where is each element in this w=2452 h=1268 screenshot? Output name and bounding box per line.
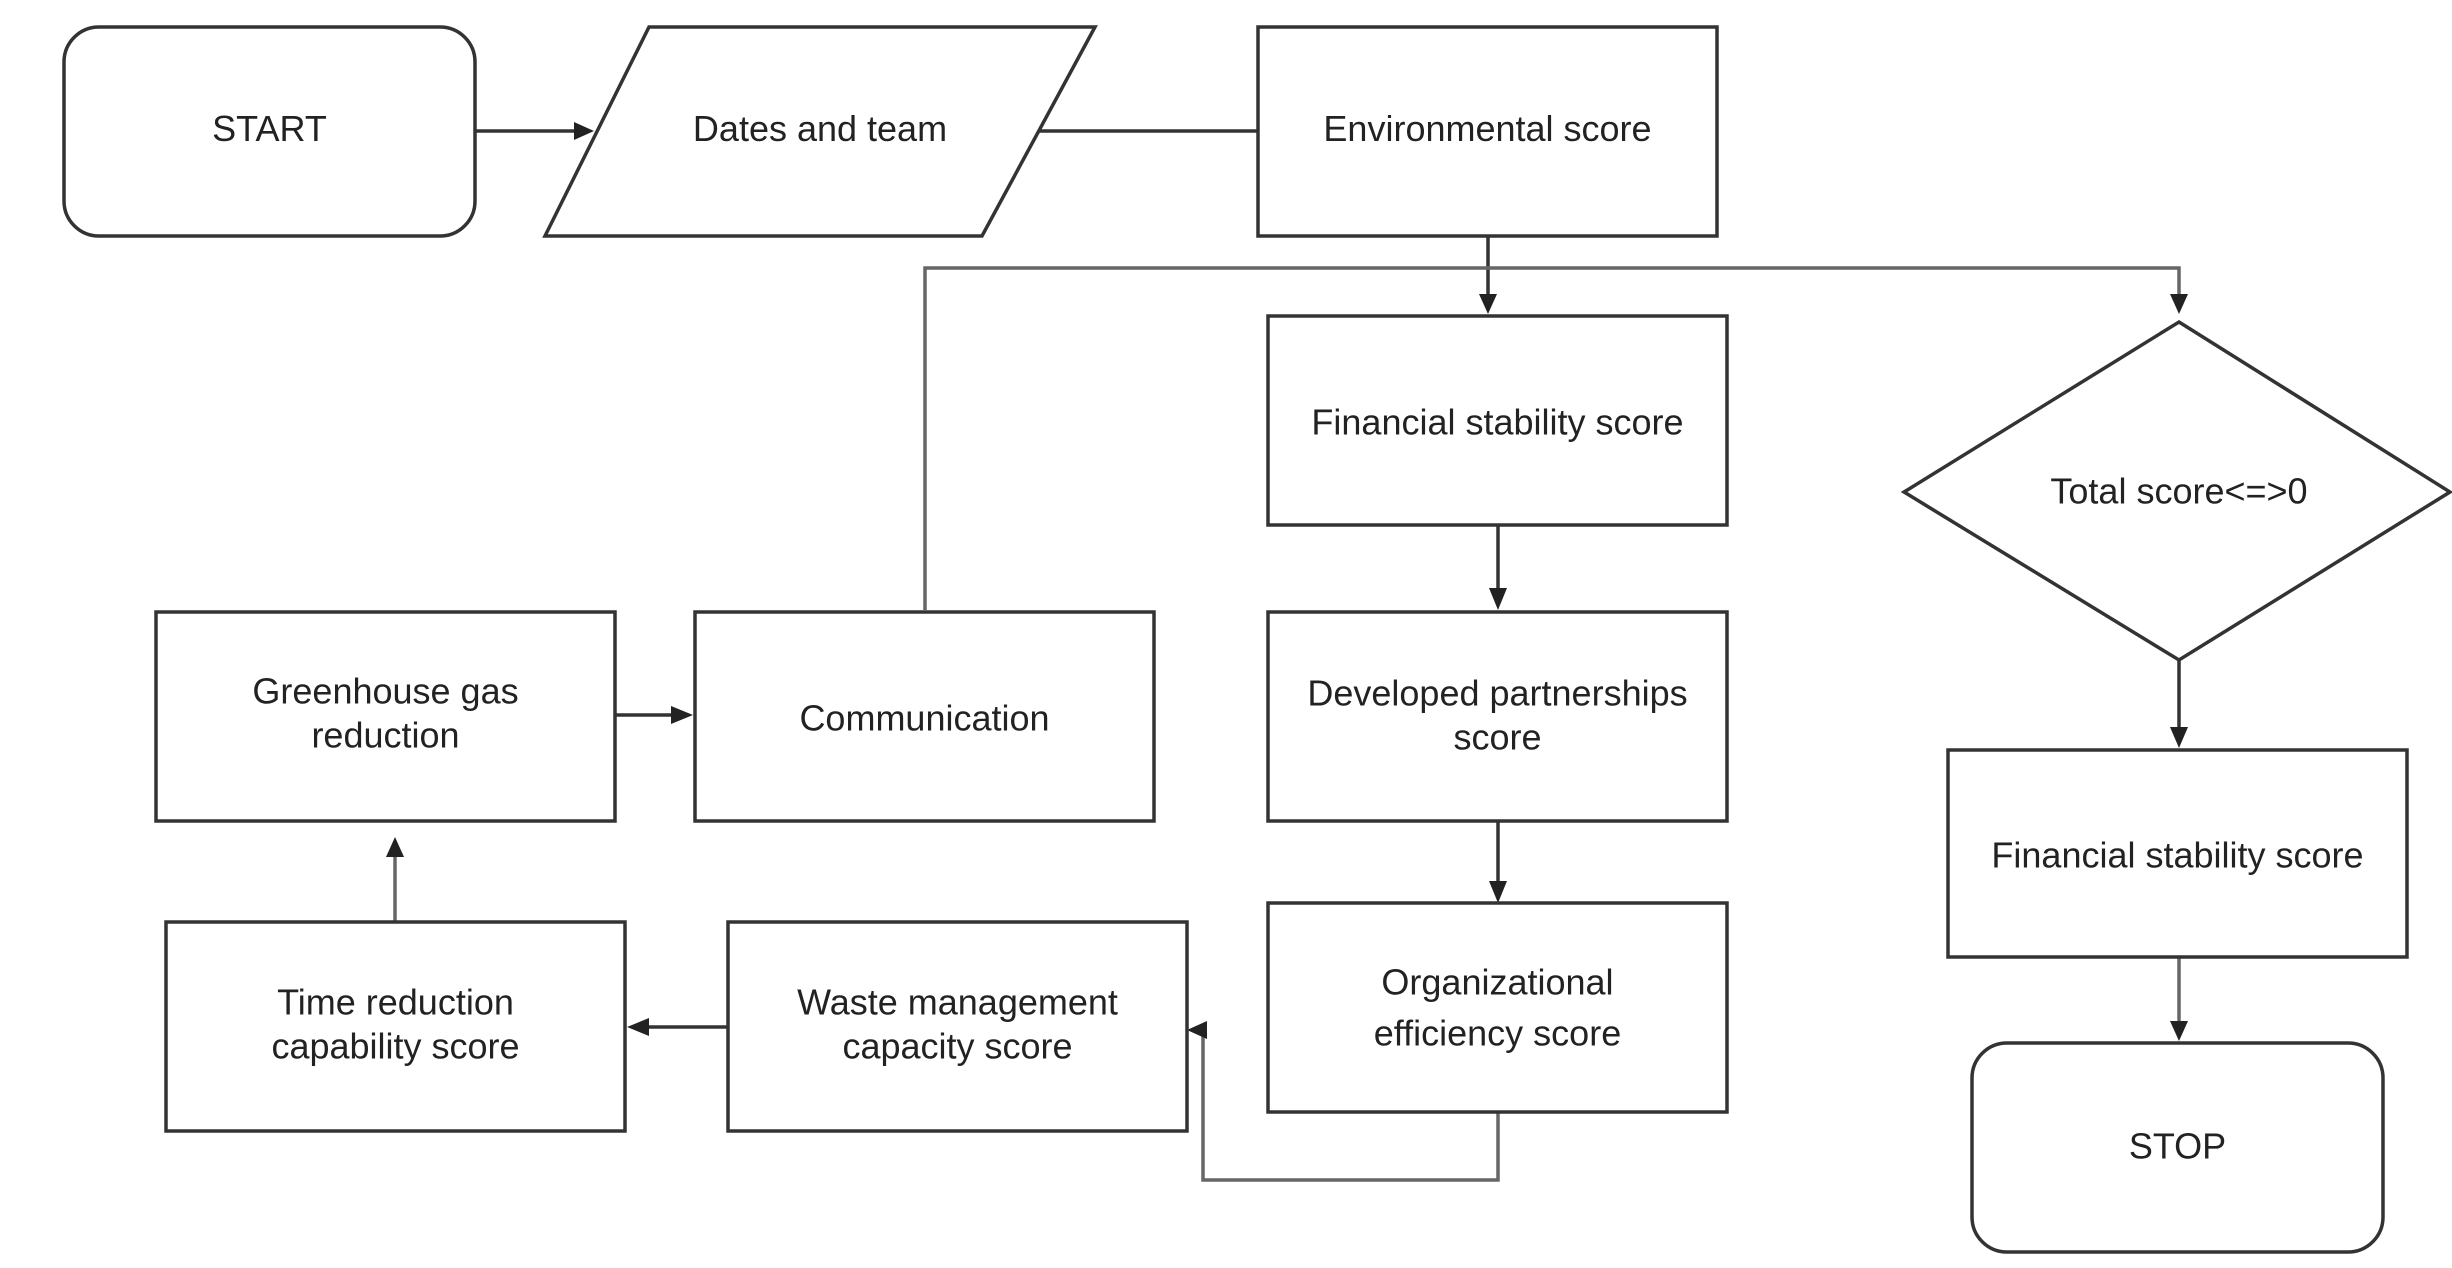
- node-communication[interactable]: Communication: [693, 610, 1156, 823]
- node-financial-stability-score[interactable]: Financial stability score: [1266, 314, 1729, 527]
- node-developed-partnerships-label-line2: score: [1453, 717, 1541, 758]
- node-waste-management-label-line2: capacity score: [842, 1026, 1072, 1067]
- connector-waste-to-time: [627, 1018, 728, 1036]
- node-time-reduction-label-line1: Time reduction: [277, 982, 514, 1023]
- connector-greenhouse-to-communication: [615, 706, 693, 724]
- node-environmental-score[interactable]: Environmental score: [1256, 25, 1719, 238]
- node-start[interactable]: START: [62, 25, 477, 238]
- node-time-reduction-capability-score[interactable]: Time reduction capability score: [164, 920, 627, 1133]
- connector-financial-to-partnerships: [1489, 525, 1507, 610]
- node-greenhouse-gas-label-line1: Greenhouse gas: [252, 671, 518, 712]
- node-stop-label: STOP: [2129, 1126, 2226, 1167]
- node-communication-label: Communication: [799, 698, 1049, 739]
- connector-organizational-to-waste: [1187, 1021, 1500, 1182]
- node-financial-stability-score-label: Financial stability score: [1311, 402, 1683, 443]
- node-start-label: START: [212, 108, 327, 149]
- connector-start-to-dates: [476, 122, 594, 140]
- node-developed-partnerships-label-line1: Developed partnerships: [1307, 673, 1687, 714]
- node-stop[interactable]: STOP: [1970, 1041, 2385, 1254]
- node-time-reduction-label-line2: capability score: [271, 1026, 519, 1067]
- node-organizational-efficiency-label-line1: Organizational: [1381, 962, 1613, 1003]
- connector-time-to-greenhouse: [386, 837, 404, 922]
- connector-financial2-to-stop: [2170, 957, 2188, 1041]
- node-dates-and-team[interactable]: Dates and team: [542, 25, 1098, 238]
- connector-communication-to-loop: [923, 266, 1488, 610]
- node-financial-stability-score-2[interactable]: Financial stability score: [1946, 748, 2409, 959]
- connector-environmental-to-financial: [1479, 237, 1497, 314]
- node-financial-stability-score-2-label: Financial stability score: [1991, 835, 2363, 876]
- connector-environmental-to-decision: [1488, 266, 2188, 314]
- node-environmental-score-label: Environmental score: [1323, 108, 1651, 149]
- node-waste-management-label-line1: Waste management: [797, 982, 1118, 1023]
- node-organizational-efficiency-score[interactable]: Organizational efficiency score: [1266, 901, 1729, 1114]
- node-total-score-decision[interactable]: Total score<=>0: [1900, 319, 2452, 663]
- node-organizational-efficiency-label-line2: efficiency score: [1374, 1013, 1621, 1054]
- connector-decision-to-financial2: [2170, 660, 2188, 748]
- node-greenhouse-gas-reduction[interactable]: Greenhouse gas reduction: [154, 610, 617, 823]
- node-developed-partnerships-score[interactable]: Developed partnerships score: [1266, 610, 1729, 823]
- node-total-score-decision-label: Total score<=>0: [2050, 471, 2307, 512]
- connector-partnerships-to-organizational: [1489, 821, 1507, 903]
- node-dates-and-team-label: Dates and team: [693, 108, 947, 149]
- node-greenhouse-gas-label-line2: reduction: [311, 715, 459, 756]
- node-waste-management-capacity-score[interactable]: Waste management capacity score: [726, 920, 1189, 1133]
